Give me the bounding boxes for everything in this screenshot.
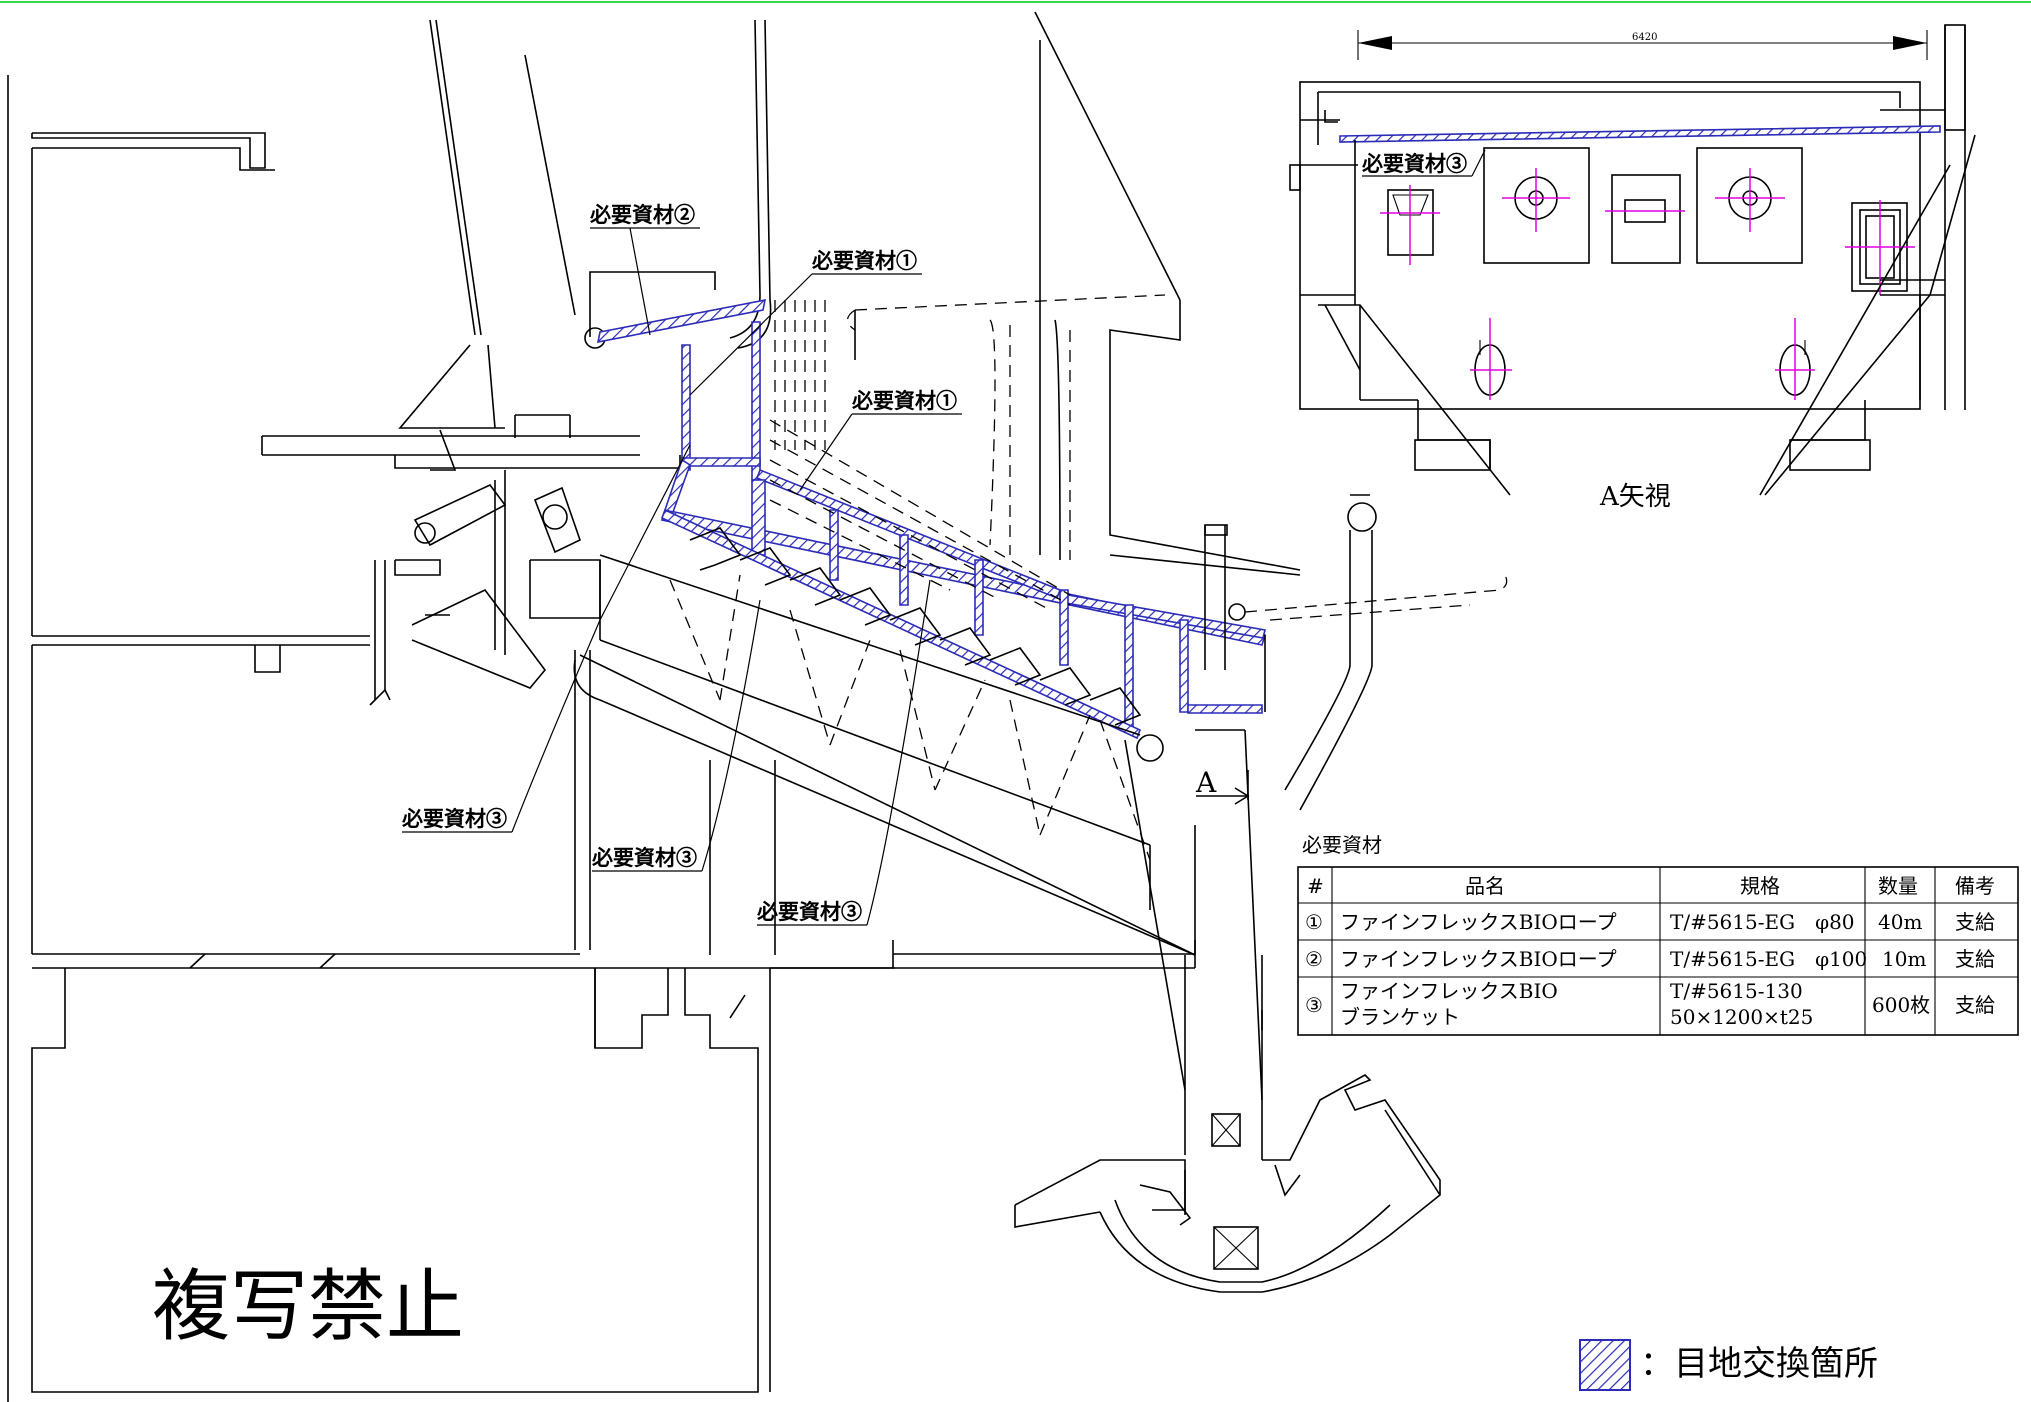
label-material-1-mid: 必要資材①	[852, 388, 957, 413]
table-header-qty: 数量	[1878, 874, 1918, 898]
label-material-3-center: 必要資材③	[592, 845, 697, 870]
legend-label: ：目地交換箇所	[1640, 1344, 1878, 1384]
inclined-grate	[573, 298, 1267, 1101]
table-row-2-spec: T/#5615-EG φ100	[1670, 947, 1867, 971]
table-row-3-spec-line1: T/#5615-130	[1670, 979, 1803, 1003]
table-row-1-no: ①	[1305, 910, 1323, 934]
table-row-3-name-line2: ブランケット	[1340, 1005, 1460, 1029]
table-row-3-note: 支給	[1955, 993, 1995, 1017]
table-header-name: 品名	[1465, 874, 1505, 898]
table-header-note: 備考	[1955, 874, 1995, 898]
view-a-label: A矢視	[1599, 482, 1671, 512]
roller-circle	[1136, 734, 1164, 762]
table-row-2-name: ファインフレックスBIOロープ	[1340, 947, 1617, 971]
legend: ：目地交換箇所	[1579, 1339, 1878, 1391]
label-material-1-top: 必要資材①	[812, 248, 917, 273]
building-structure	[7, 75, 1196, 1402]
table-row-3-qty: 600枚	[1872, 993, 1930, 1017]
material-labels: 必要資材② 必要資材① 必要資材① 必要資材③ 必要資材③ 必要資材③ 必要資材…	[402, 149, 1486, 926]
table-header-spec: 規格	[1740, 874, 1780, 898]
label-material-3-left: 必要資材③	[402, 806, 507, 831]
section-mark-a: A	[1195, 766, 1250, 805]
materials-table: 必要資材 # 品名 規格 数量 備考 ① ファインフレックスBIOロープ T/#…	[1297, 833, 2019, 1036]
table-row-2-qty: 10m	[1882, 947, 1926, 971]
table-row-2-no: ②	[1305, 947, 1323, 971]
table-row-1-spec: T/#5615-EG φ80	[1670, 910, 1855, 934]
table-row-3-name-line1: ファインフレックスBIO	[1340, 979, 1558, 1003]
label-material-2: 必要資材②	[590, 202, 695, 227]
table-row-1-qty: 40m	[1878, 910, 1922, 934]
table-row-3-no: ③	[1305, 993, 1323, 1017]
damper-mechanism	[369, 429, 601, 706]
label-material-3-lower: 必要資材③	[757, 899, 862, 924]
label-material-3-view: 必要資材③	[1362, 151, 1467, 176]
legend-hatch-swatch	[1579, 1339, 1631, 1391]
table-row-1-note: 支給	[1955, 910, 1995, 934]
section-a-label: A	[1195, 766, 1217, 799]
no-copy-stamp: 複写禁止	[152, 1262, 464, 1352]
view-a-drawing: 6420	[1289, 24, 1976, 512]
dimension-6420: 6420	[1632, 32, 1657, 43]
table-header-no: #	[1307, 874, 1324, 898]
upper-chute	[261, 19, 772, 469]
ash-hopper	[1014, 955, 1441, 1293]
table-row-2-note: 支給	[1955, 947, 1995, 971]
table-row-1-name: ファインフレックスBIOロープ	[1340, 910, 1617, 934]
table-row-3-spec-line2: 50×1200×t25	[1670, 1005, 1813, 1029]
table-title: 必要資材	[1302, 833, 1382, 857]
